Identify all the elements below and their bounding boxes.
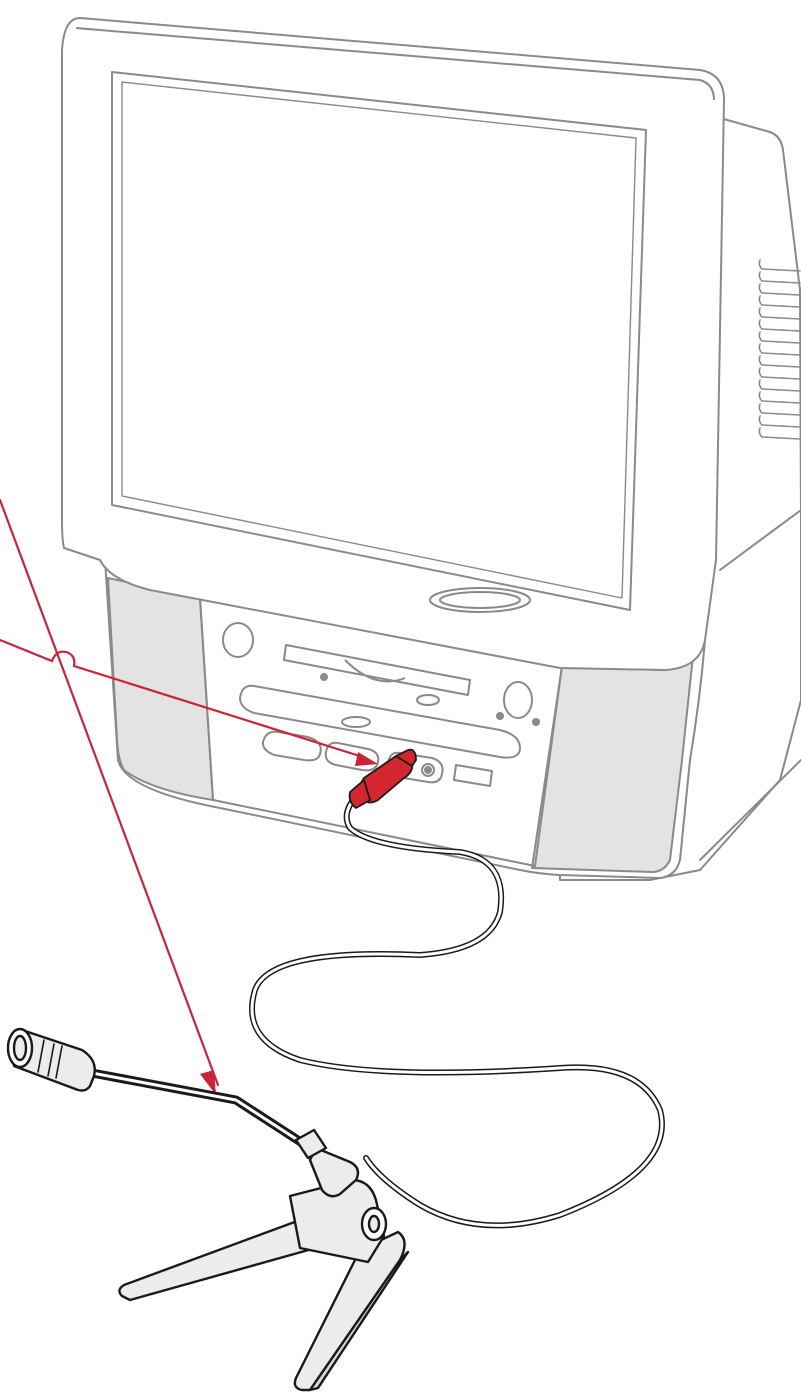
cd-tray-button xyxy=(342,717,370,727)
power-led-left xyxy=(497,713,503,719)
floppy-eject-button xyxy=(417,695,439,705)
floppy-led xyxy=(321,674,327,680)
microphone-head-grille xyxy=(14,1036,26,1060)
microphone-stand xyxy=(119,1148,408,1390)
right-round-button xyxy=(504,682,532,718)
left-round-button xyxy=(223,623,253,657)
monitor xyxy=(62,18,724,670)
microphone-port-jack-inner xyxy=(425,767,431,773)
microphone-gooseneck-highlight xyxy=(92,1073,310,1148)
power-led-right xyxy=(533,719,539,725)
stand-hinge-knob-hole xyxy=(369,1216,379,1232)
left-speaker xyxy=(108,578,213,800)
microphone-gooseneck xyxy=(92,1073,310,1148)
